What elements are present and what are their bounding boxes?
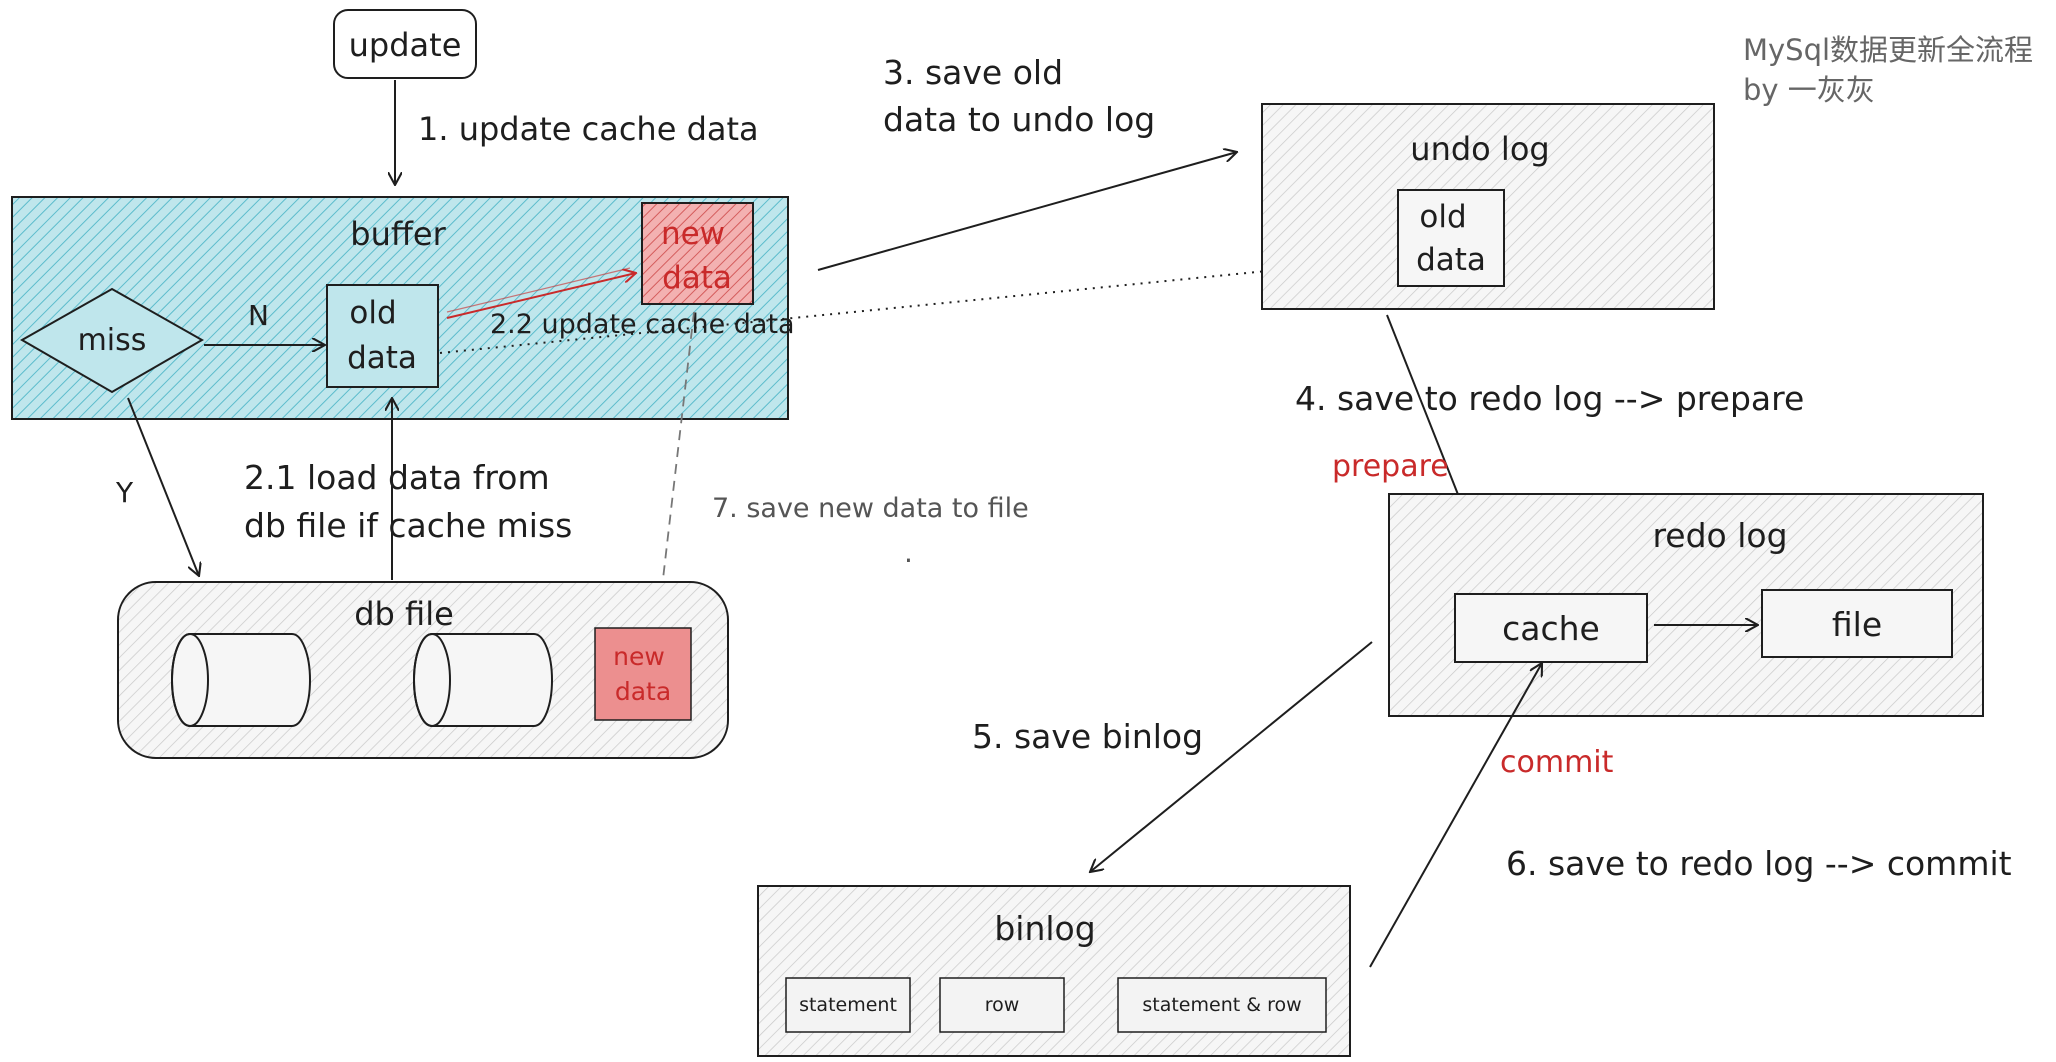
old-data-line1: old xyxy=(349,295,396,331)
old-data-line2: data xyxy=(347,340,417,376)
miss-decision xyxy=(19,287,205,394)
undo-log-title: undo log xyxy=(1410,130,1549,168)
step6-label: 6. save to redo log --> commit xyxy=(1506,844,2012,883)
binlog-item-statement-label: statement xyxy=(799,994,897,1016)
redo-file-box xyxy=(1761,589,1953,658)
arrow-old-to-new xyxy=(446,273,636,319)
step1-label: 1. update cache data xyxy=(418,110,759,148)
step3-line2: data to undo log xyxy=(883,100,1155,139)
arrow-buffer-to-undo xyxy=(817,152,1237,271)
redo-file-label: file xyxy=(1832,605,1882,644)
redo-log-title: redo log xyxy=(1652,516,1787,555)
new-data-line1: new xyxy=(661,216,725,252)
arrow-old-to-new-shadow xyxy=(446,267,631,313)
step7-label: 7. save new data to file xyxy=(712,493,1029,524)
step5-label: 5. save binlog xyxy=(972,717,1203,756)
step21-line1: 2.1 load data from xyxy=(244,458,550,497)
undo-old-data-line1: old xyxy=(1419,199,1466,235)
binlog-item-statement-row-label: statement & row xyxy=(1142,994,1301,1016)
new-data-line2: data xyxy=(662,260,732,296)
undo-old-data-line2: data xyxy=(1416,242,1486,278)
stray-dot: . xyxy=(904,536,913,569)
undo-old-data-box xyxy=(1397,189,1505,287)
title-note-line1: MySql数据更新全流程 xyxy=(1743,33,2034,67)
redo-cache-label: cache xyxy=(1502,609,1600,648)
new-data-box xyxy=(641,202,754,305)
binlog-item-statement-row xyxy=(1117,977,1327,1033)
update-node xyxy=(333,9,477,79)
y-label: Y xyxy=(115,476,134,509)
db-cylinder-2 xyxy=(413,633,553,727)
step3-line1: 3. save old xyxy=(883,53,1063,92)
prepare-label: prepare xyxy=(1332,449,1449,484)
step22-label: 2.2 update cache data xyxy=(490,309,795,340)
update-label: update xyxy=(349,26,462,64)
buffer-title: buffer xyxy=(350,215,446,253)
db-new-data-line2: data xyxy=(615,677,671,706)
arrow-binlog-to-redo-cache xyxy=(1369,663,1542,968)
step4-label: 4. save to redo log --> prepare xyxy=(1295,379,1804,418)
db-cylinder-1 xyxy=(171,633,311,727)
n-label: N xyxy=(248,299,269,332)
title-note-line2: by 一灰灰 xyxy=(1743,73,1875,107)
arrow-redo-to-binlog xyxy=(1090,641,1373,872)
old-data-box xyxy=(326,284,439,388)
binlog-title: binlog xyxy=(994,909,1095,948)
commit-label: commit xyxy=(1500,745,1614,780)
db-new-data-line1: new xyxy=(613,642,665,671)
binlog-item-row xyxy=(939,977,1065,1033)
miss-label: miss xyxy=(78,323,147,358)
redo-cache-box xyxy=(1454,593,1648,663)
binlog-item-row-label: row xyxy=(985,994,1020,1016)
binlog-item-statement xyxy=(785,977,911,1033)
arrow-new-to-file xyxy=(658,311,695,622)
step21-line2: db file if cache miss xyxy=(244,506,572,545)
db-new-data-box xyxy=(594,627,692,721)
arrow-miss-y xyxy=(127,397,199,576)
dotted-old-to-undo xyxy=(439,258,1398,354)
db-file-title: db file xyxy=(354,595,454,633)
title-note: MySql数据更新全流程 by 一灰灰 xyxy=(1743,30,2033,110)
